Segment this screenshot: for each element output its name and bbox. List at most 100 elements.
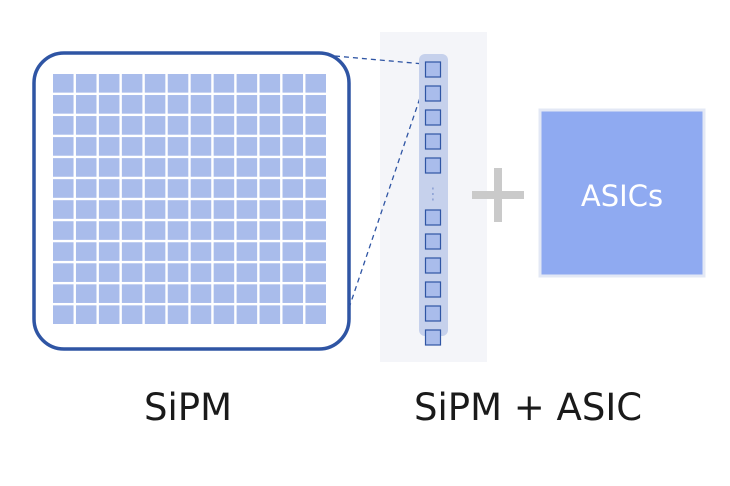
- sipm-pixel: [53, 284, 74, 303]
- sipm-pixel: [121, 242, 143, 261]
- sipm-pixel: [144, 116, 166, 135]
- sipm-pixel: [121, 74, 143, 93]
- sipm-pixel: [236, 158, 258, 177]
- sipm-pixel: [98, 305, 120, 324]
- sipm-pixel: [75, 284, 97, 303]
- sipm-pixel: [236, 74, 258, 93]
- sipm-pixel: [190, 179, 212, 198]
- sipm-pixel: [190, 200, 212, 219]
- sipm-pixel: [53, 179, 74, 198]
- sipm-pixel: [236, 263, 258, 282]
- sipm-pixel: [213, 305, 235, 324]
- sipm-pixel: [259, 242, 281, 261]
- sipm-pixel: [236, 137, 258, 156]
- sipm-pixel: [98, 95, 120, 114]
- sipm-pixel: [167, 158, 189, 177]
- sipm-pixel: [213, 74, 235, 93]
- sipm-pixel: [213, 95, 235, 114]
- sipm-pixel: [282, 137, 304, 156]
- sipm-pixel: [236, 242, 258, 261]
- asic-box: [538, 108, 706, 278]
- sipm-pixel: [282, 200, 304, 219]
- sipm-pixel: [53, 221, 74, 240]
- sipm-pixel: [98, 263, 120, 282]
- sipm-pixel: [75, 242, 97, 261]
- sipm-pixel: [236, 116, 258, 135]
- sipm-pixel: [167, 242, 189, 261]
- strip-pixel: [424, 61, 442, 78]
- sipm-pixel: [213, 116, 235, 135]
- sipm-pixel: [305, 305, 326, 324]
- sipm-pixel: [236, 200, 258, 219]
- sipm-pixel: [121, 179, 143, 198]
- sipm-pixel: [167, 263, 189, 282]
- sipm-pixel: [167, 137, 189, 156]
- sipm-pixel: [144, 179, 166, 198]
- sipm-pixel: [305, 179, 326, 198]
- sipm-pixel: [167, 179, 189, 198]
- sipm-pixel: [167, 305, 189, 324]
- sipm-pixel: [121, 200, 143, 219]
- sipm-pixel: [121, 263, 143, 282]
- sipm-frame: [32, 51, 351, 351]
- sipm-pixel: [144, 221, 166, 240]
- sipm-pixel: [305, 137, 326, 156]
- sipm-pixel: [236, 95, 258, 114]
- sipm-pixel: [282, 305, 304, 324]
- sipm-pixel: [98, 74, 120, 93]
- sipm-pixel: [236, 221, 258, 240]
- sipm-pixel: [259, 305, 281, 324]
- sipm-strip-pixels: [424, 61, 442, 346]
- sipm-pixel: [98, 179, 120, 198]
- sipm-pixel: [75, 221, 97, 240]
- sipm-pixel: [259, 263, 281, 282]
- sipm-pixel: [53, 305, 74, 324]
- sipm-pixel: [144, 95, 166, 114]
- sipm-pixel: [236, 179, 258, 198]
- sipm-pixel: [121, 137, 143, 156]
- sipm-pixel: [282, 179, 304, 198]
- sipm-pixel: [305, 95, 326, 114]
- sipm-pixel: [259, 137, 281, 156]
- sipm-pixel: [121, 305, 143, 324]
- sipm-pixel: [213, 200, 235, 219]
- sipm-pixel: [305, 74, 326, 93]
- sipm-pixel: [282, 158, 304, 177]
- sipm-pixel: [282, 263, 304, 282]
- sipm-pixel: [167, 200, 189, 219]
- sipm-pixel: [167, 284, 189, 303]
- sipm-pixel: [144, 242, 166, 261]
- sipm-pixel: [190, 305, 212, 324]
- sipm-pixel: [53, 116, 74, 135]
- sipm-pixel: [259, 74, 281, 93]
- sipm-pixel: [144, 137, 166, 156]
- sipm-pixel: [144, 284, 166, 303]
- sipm-pixel: [259, 116, 281, 135]
- strip-pixel: [424, 157, 442, 174]
- sipm-pixel: [53, 242, 74, 261]
- sipm-pixel: [121, 116, 143, 135]
- sipm-pixel: [213, 137, 235, 156]
- strip-pixel: [424, 209, 442, 226]
- sipm-pixel: [53, 200, 74, 219]
- sipm-pixel: [259, 200, 281, 219]
- sipm-pixel: [98, 242, 120, 261]
- sipm-pixel: [75, 200, 97, 219]
- sipm-pixel-array: [53, 74, 326, 324]
- sipm-pixel: [190, 242, 212, 261]
- sipm-pixel: [98, 116, 120, 135]
- sipm-pixel: [53, 74, 74, 93]
- sipm-pixel: [305, 221, 326, 240]
- sipm-pixel: [259, 158, 281, 177]
- caption-sipm: SiPM: [144, 386, 233, 429]
- sipm-pixel: [98, 221, 120, 240]
- sipm-pixel: [75, 116, 97, 135]
- sipm-pixel: [53, 95, 74, 114]
- sipm-pixel: [190, 74, 212, 93]
- sipm-pixel: [282, 284, 304, 303]
- sipm-pixel: [98, 200, 120, 219]
- sipm-pixel: [213, 179, 235, 198]
- sipm-pixel: [167, 74, 189, 93]
- sipm-pixel: [53, 137, 74, 156]
